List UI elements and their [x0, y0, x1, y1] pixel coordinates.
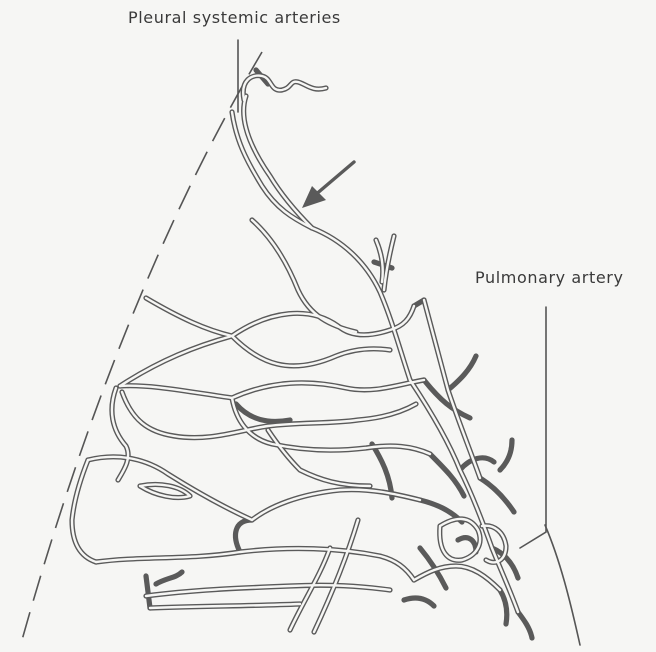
- arrow-indicator: [302, 162, 354, 208]
- pulmonary-leader-line: [520, 307, 546, 548]
- vessel-network-lumen: [72, 76, 518, 632]
- lung-lower-boundary: [545, 525, 580, 645]
- vessel-network: [72, 70, 532, 638]
